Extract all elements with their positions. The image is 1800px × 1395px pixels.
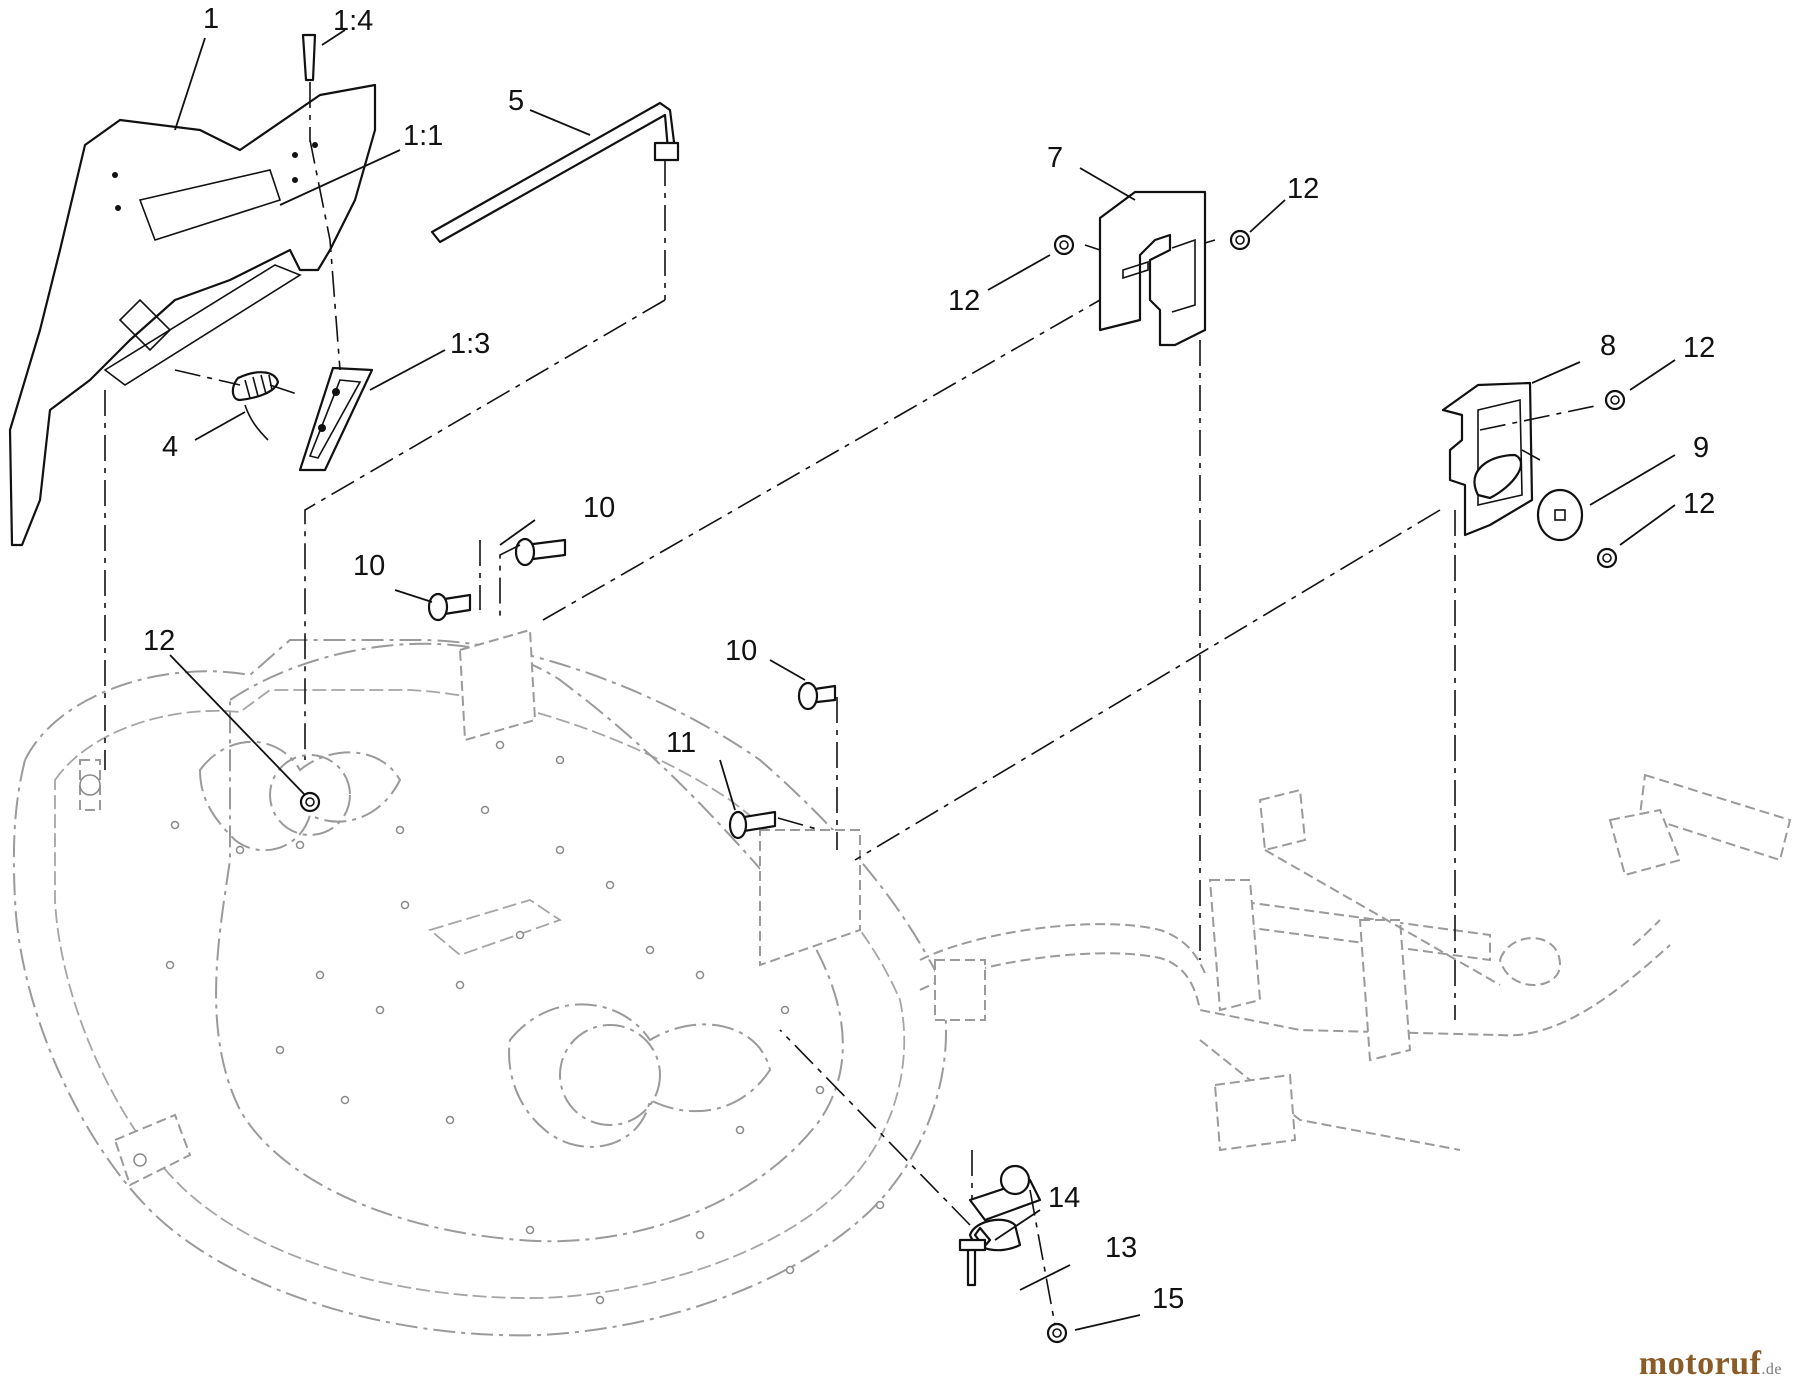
callout-8: 8 [1600, 330, 1616, 362]
callout-1-1: 1:1 [403, 120, 443, 152]
callout-9: 9 [1693, 432, 1709, 464]
callout-10: 10 [725, 635, 757, 667]
part-7-bracket [1098, 190, 1207, 347]
callout-14: 14 [1048, 1182, 1080, 1214]
callout-15: 15 [1152, 1283, 1184, 1315]
part-11-bolt [728, 810, 777, 840]
part-1-3-deflector [298, 366, 374, 472]
callout-labels: 1 1:4 1:1 5 7 12 12 1:3 8 12 4 9 12 10 1… [143, 3, 1715, 1315]
part-13-14-15 [958, 1164, 1068, 1344]
part-5-rod [430, 101, 680, 300]
part-8-bracket [1441, 381, 1534, 537]
callout-5: 5 [508, 85, 524, 117]
part-9-washer [1536, 488, 1584, 542]
lift-axle-assembly [919, 773, 1792, 1152]
callout-7: 7 [1047, 142, 1063, 174]
callout-10: 10 [353, 550, 385, 582]
callout-1-4: 1:4 [333, 5, 373, 37]
part-1-4-pin [301, 33, 317, 140]
callout-12: 12 [948, 285, 980, 317]
part-10-pins [427, 537, 837, 711]
callout-1: 1 [203, 3, 219, 35]
callout-13: 13 [1105, 1232, 1137, 1264]
watermark-logo: motoruf.de [1639, 1345, 1782, 1383]
part-4-spring [231, 371, 280, 441]
callout-12: 12 [1683, 488, 1715, 520]
leader-lines [169, 29, 1676, 1331]
callout-12: 12 [1287, 173, 1319, 205]
callout-4: 4 [162, 431, 178, 463]
part-1-baffle [8, 83, 377, 547]
deck-holes [165, 740, 885, 1305]
callout-10: 10 [583, 492, 615, 524]
callout-12: 12 [143, 625, 175, 657]
mower-deck [12, 628, 947, 1337]
callout-12: 12 [1683, 332, 1715, 364]
part-12-nuts [299, 229, 1626, 813]
watermark-tld: .de [1761, 1361, 1782, 1378]
callout-1-3: 1:3 [450, 328, 490, 360]
alignment-lines [104, 139, 1601, 1326]
callout-11: 11 [666, 727, 696, 759]
watermark-name: motoruf [1638, 1345, 1762, 1382]
